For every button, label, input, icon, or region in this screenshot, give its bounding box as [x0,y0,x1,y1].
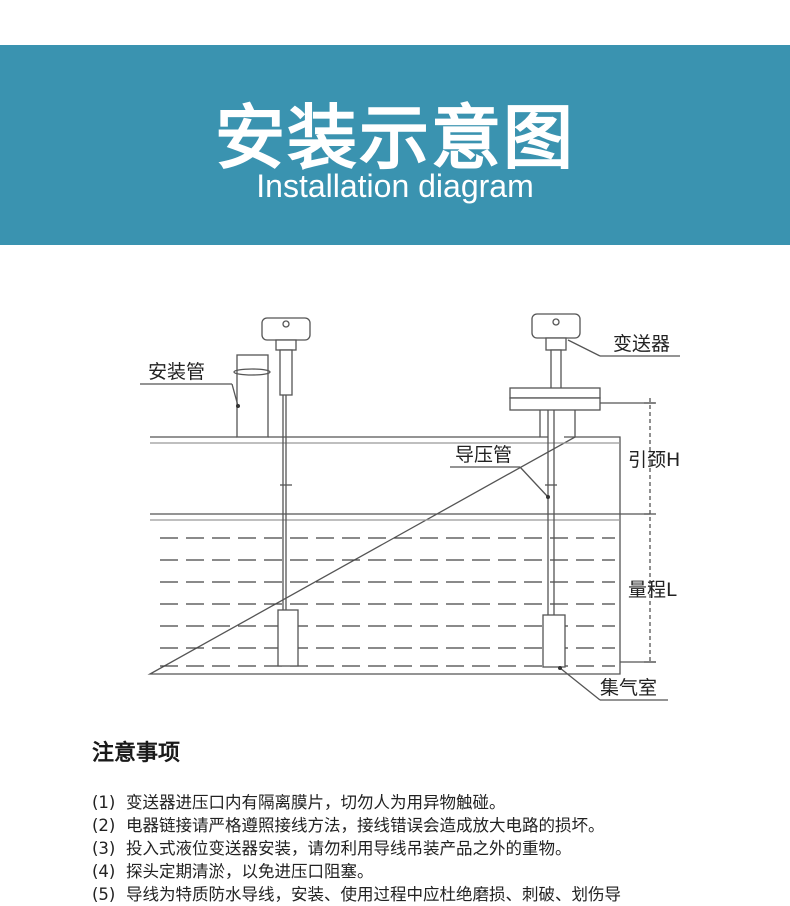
page-title: 安装示意图 [215,97,575,179]
flange [509,387,601,399]
air-chamber [542,614,566,668]
label-lead-neck: 引颈H [628,449,680,471]
label-pressure-pipe: 导压管 [455,444,512,466]
header-banner [0,45,790,245]
label-range: 量程L [628,579,677,601]
notes-section: 注意事项 (1)变送器进压口内有隔离膜片，切勿人为用异物触碰。 (2)电器链接请… [92,735,752,906]
mounting-pipe [236,354,269,438]
note-item: (3)投入式液位变送器安装，请勿利用导线吊装产品之外的重物。 [92,839,572,858]
label-air-chamber: 集气室 [600,677,657,699]
liquid-lines [160,537,615,667]
note-item: (5)导线为特质防水导线，安装、使用过程中应杜绝磨损、刺破、划伤导 [92,885,621,904]
note-item: (2)电器链接请严格遵照接线方法，接线错误会造成放大电路的损坏。 [92,816,605,835]
note-item: (4)探头定期清淤，以免进压口阻塞。 [92,862,374,881]
installation-diagram: 安装管 变送器 导压管 引颈H 量程L 集气室 [140,313,680,701]
label-mounting-pipe: 安装管 [148,361,205,383]
page-subtitle: Installation diagram [256,168,534,204]
note-item: (1)变送器进压口内有隔离膜片，切勿人为用异物触碰。 [92,793,506,812]
left-probe [277,609,299,667]
label-transmitter: 变送器 [613,333,670,355]
right-transmitter-head [531,313,581,339]
tank-outline [147,436,621,675]
notes-title: 注意事项 [92,741,181,766]
